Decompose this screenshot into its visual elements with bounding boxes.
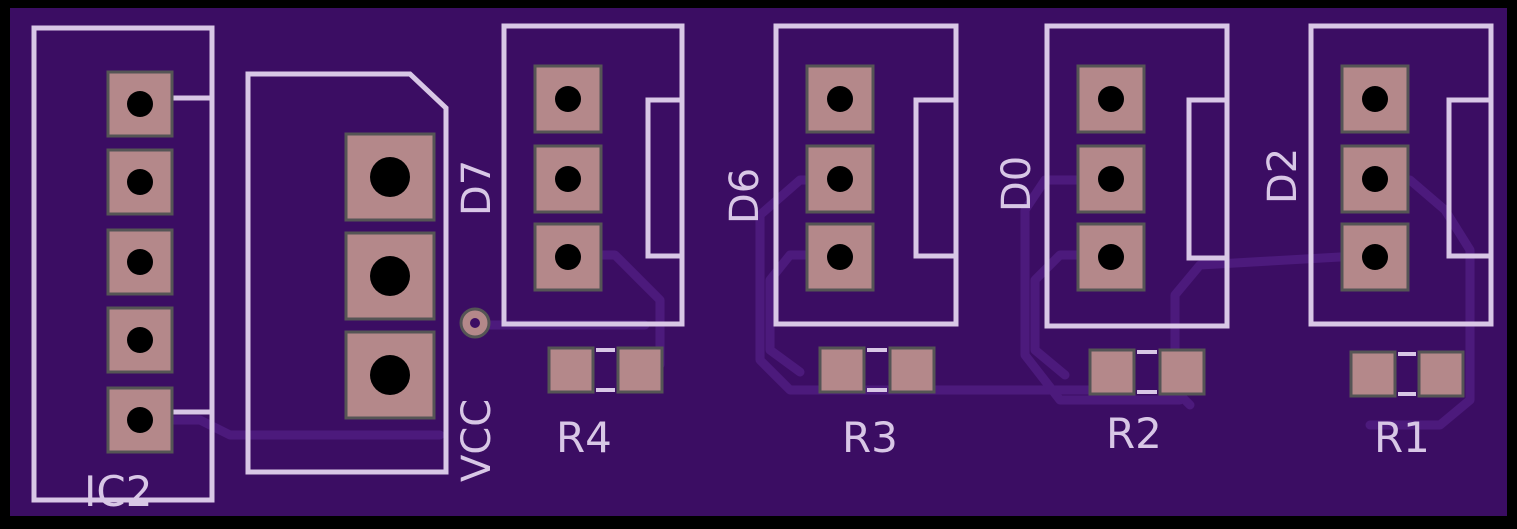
ic2-footprint: IC2 [31, 25, 215, 516]
ic2-pads [106, 70, 174, 454]
d6-outline [773, 23, 959, 327]
r4-label: R4 [556, 413, 612, 462]
d7-pad-3[interactable] [533, 222, 603, 292]
r3-footprint: R3 [818, 346, 936, 462]
d0-outline [1044, 23, 1230, 329]
r1-pad-1[interactable] [1349, 350, 1397, 398]
trace-r2-b [1020, 175, 1185, 405]
d6-inner-mark [913, 97, 956, 259]
d7-outline [501, 23, 685, 327]
r3-label: R3 [842, 413, 898, 462]
r2-pad-1[interactable] [1088, 348, 1136, 396]
d2-footprint: D2 [1260, 23, 1494, 327]
r3-pad-2[interactable] [888, 346, 936, 394]
r4-pad-2[interactable] [616, 346, 664, 394]
d0-inner-mark [1186, 97, 1227, 261]
d2-inner-mark [1446, 97, 1491, 259]
r3-pad-1[interactable] [818, 346, 866, 394]
ic2-outline [31, 25, 215, 503]
r2-footprint: R2 [1088, 348, 1206, 458]
vcc-pad-2[interactable] [344, 231, 436, 321]
vcc-pad-3[interactable] [344, 330, 436, 420]
r4-pad-1[interactable] [547, 346, 595, 394]
d7-footprint: D7 [454, 23, 685, 327]
r2-pad-2[interactable] [1158, 348, 1206, 396]
d6-label: D6 [722, 168, 768, 224]
r1-pad-2[interactable] [1417, 350, 1465, 398]
vcc-connector-footprint: VCC [245, 71, 500, 482]
d7-label: D7 [454, 160, 500, 216]
ic2-label: IC2 [84, 467, 152, 516]
d0-footprint: D0 [994, 23, 1230, 329]
r2-label: R2 [1106, 409, 1162, 458]
r4-footprint: R4 [547, 346, 664, 462]
d7-inner-mark [645, 97, 682, 259]
d2-label: D2 [1260, 148, 1306, 204]
vcc-outline [245, 71, 449, 475]
r1-footprint: R1 [1349, 350, 1465, 462]
d2-outline [1308, 23, 1494, 327]
vcc-label: VCC [454, 399, 500, 482]
d0-label: D0 [994, 156, 1040, 212]
d6-footprint: D6 [722, 23, 959, 327]
r1-label: R1 [1374, 413, 1430, 462]
